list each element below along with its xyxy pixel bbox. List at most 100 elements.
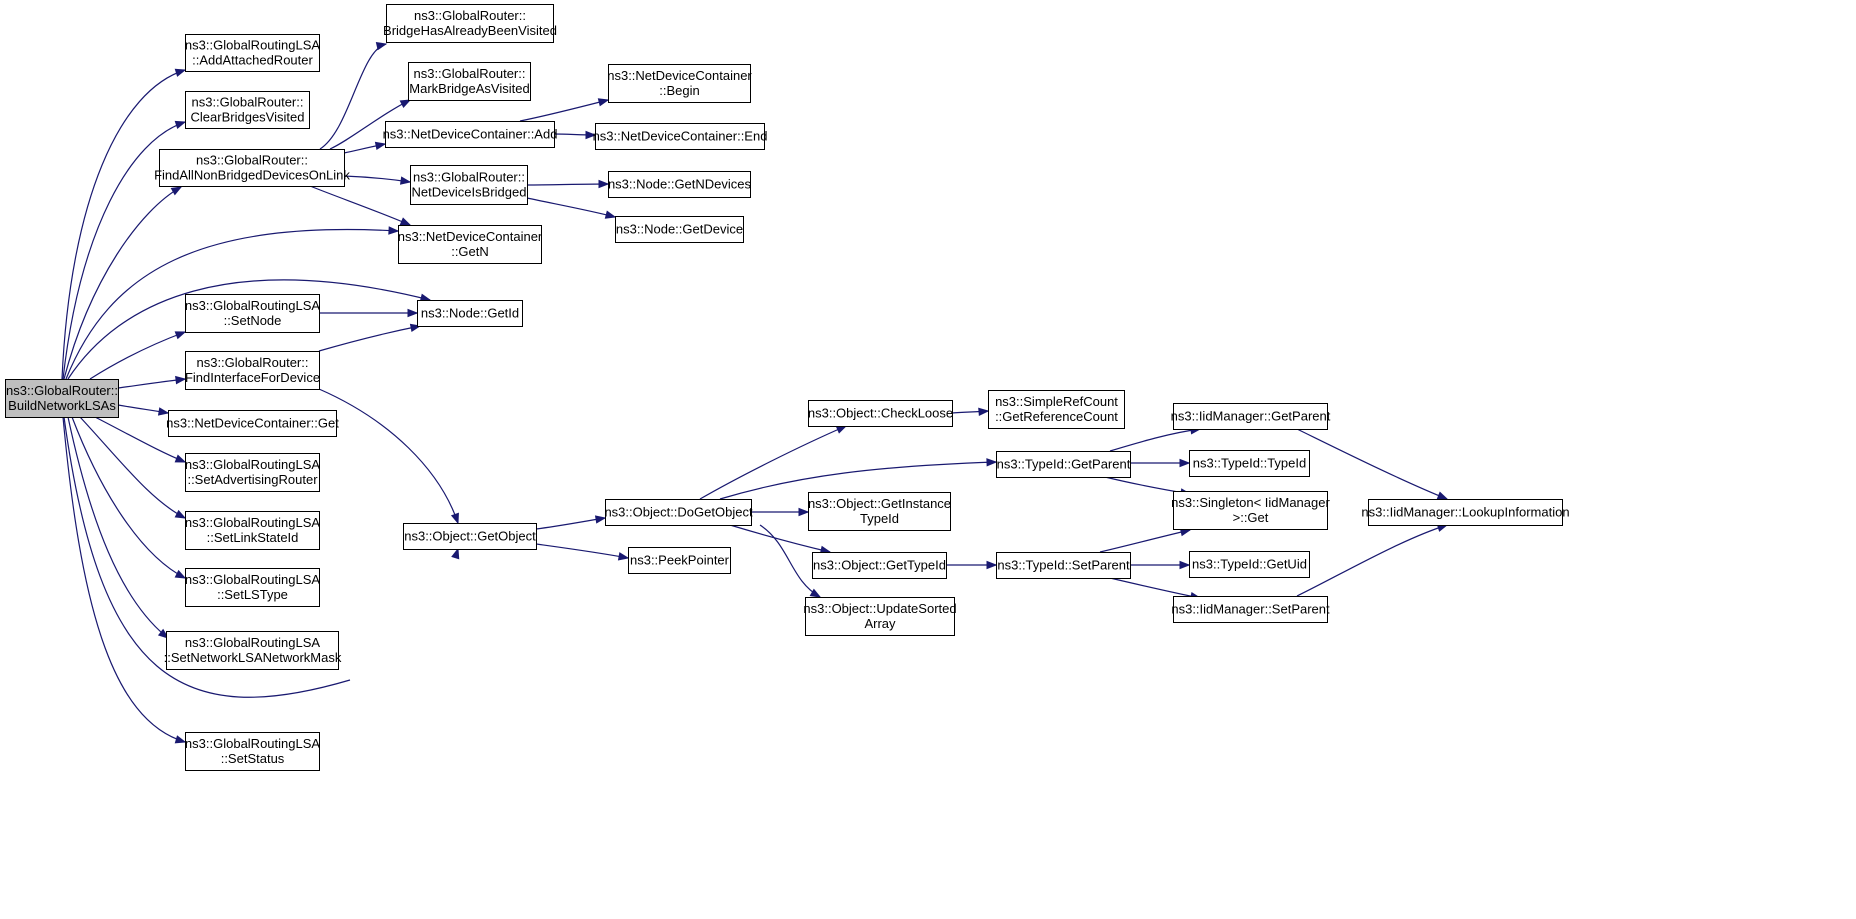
node-label: ::SetAdvertisingRouter <box>187 472 318 487</box>
node-setLSType[interactable]: ns3::GlobalRoutingLSA::SetLSType <box>185 568 320 607</box>
node-box[interactable] <box>185 732 320 771</box>
node-srcGetRefCount[interactable]: ns3::SimpleRefCount::GetReferenceCount <box>988 390 1125 429</box>
node-box[interactable] <box>185 34 320 72</box>
edge-build-to-setStatus <box>62 416 187 744</box>
edge-line <box>526 183 609 186</box>
node-typeIdGetParent[interactable]: ns3::TypeId::GetParent <box>996 451 1131 478</box>
node-box[interactable] <box>615 216 744 243</box>
node-label: ::SetNetworkLSANetworkMask <box>164 650 342 665</box>
edge-objDoGetObject-to-objUpdateSorted <box>759 524 822 598</box>
node-box[interactable] <box>628 547 731 574</box>
edge-line <box>699 425 847 500</box>
node-box[interactable] <box>805 597 955 636</box>
node-box[interactable] <box>1173 596 1328 623</box>
node-setNetMask[interactable]: ns3::GlobalRoutingLSA::SetNetworkLSANetw… <box>164 631 342 670</box>
node-label: ns3::GlobalRoutingLSA <box>185 572 320 587</box>
node-objDoGetObject[interactable]: ns3::Object::DoGetObject <box>604 499 753 526</box>
node-box[interactable] <box>185 351 320 390</box>
node-ndcGetN[interactable]: ns3::NetDeviceContainer::GetN <box>398 225 543 264</box>
edge-arrowhead <box>174 509 187 519</box>
edge-arrowhead <box>399 217 412 226</box>
node-box[interactable] <box>812 552 947 579</box>
edge-iidSetParent-to-iidLookup <box>1296 523 1449 597</box>
node-nodeGetDevice[interactable]: ns3::Node::GetDevice <box>615 216 744 243</box>
node-setNode[interactable]: ns3::GlobalRoutingLSA::SetNode <box>185 294 320 333</box>
node-box[interactable] <box>996 552 1131 579</box>
node-box[interactable] <box>5 379 119 418</box>
node-box[interactable] <box>808 492 951 531</box>
edge-setNode-to-nodeGetId <box>319 308 419 318</box>
node-typeIdTypeId[interactable]: ns3::TypeId::TypeId <box>1189 450 1310 477</box>
node-box[interactable] <box>185 294 320 333</box>
node-clearBridges[interactable]: ns3::GlobalRouter::ClearBridgesVisited <box>185 91 310 129</box>
node-box[interactable] <box>1173 491 1328 530</box>
node-objGetTypeId[interactable]: ns3::Object::GetTypeId <box>812 552 947 579</box>
node-box[interactable] <box>385 121 555 148</box>
node-box[interactable] <box>185 453 320 492</box>
node-box[interactable] <box>386 4 554 43</box>
node-box[interactable] <box>595 123 765 150</box>
node-box[interactable] <box>1189 450 1310 477</box>
node-setLinkStateId[interactable]: ns3::GlobalRoutingLSA::SetLinkStateId <box>185 511 320 550</box>
node-setStatus[interactable]: ns3::GlobalRoutingLSA::SetStatus <box>185 732 320 771</box>
node-box[interactable] <box>185 91 310 129</box>
edge-build-to-findAllNonBridged <box>63 186 183 380</box>
node-label: ns3::NetDeviceContainer::Add <box>383 127 558 142</box>
edge-arrowhead <box>597 98 610 107</box>
node-label: ns3::GlobalRouter:: <box>196 355 308 370</box>
node-box[interactable] <box>608 171 751 198</box>
node-box[interactable] <box>408 62 531 101</box>
node-nodeGetNDevices[interactable]: ns3::Node::GetNDevices <box>608 171 752 198</box>
edge-arrowhead <box>604 210 617 219</box>
edge-line <box>67 416 169 639</box>
node-box[interactable] <box>417 300 523 327</box>
node-bridgeVisited[interactable]: ns3::GlobalRouter::BridgeHasAlreadyBeenV… <box>383 4 557 43</box>
node-ndcGet[interactable]: ns3::NetDeviceContainer::Get <box>166 410 339 437</box>
node-box[interactable] <box>398 225 542 264</box>
node-typeIdGetUid[interactable]: ns3::TypeId::GetUid <box>1189 551 1310 578</box>
node-box[interactable] <box>1173 403 1328 430</box>
node-box[interactable] <box>185 511 320 550</box>
node-box[interactable] <box>410 165 528 205</box>
node-setAdvRouter[interactable]: ns3::GlobalRoutingLSA::SetAdvertisingRou… <box>185 453 320 492</box>
node-label: ns3::GlobalRoutingLSA <box>185 635 320 650</box>
node-findInterface[interactable]: ns3::GlobalRouter::FindInterfaceForDevic… <box>185 351 320 390</box>
node-box[interactable] <box>808 400 953 427</box>
node-iidGetParent[interactable]: ns3::IidManager::GetParent <box>1171 403 1331 430</box>
node-box[interactable] <box>996 451 1131 478</box>
node-box[interactable] <box>168 410 337 437</box>
node-markBridge[interactable]: ns3::GlobalRouter::MarkBridgeAsVisited <box>408 62 531 101</box>
edge-netDevBridged-to-nodeGetNDevices <box>526 179 610 189</box>
node-nodeGetId[interactable]: ns3::Node::GetId <box>417 300 523 327</box>
node-singletonGet[interactable]: ns3::Singleton< IidManager>::Get <box>1171 491 1330 530</box>
node-box[interactable] <box>166 631 339 670</box>
node-box[interactable] <box>185 568 320 607</box>
node-box[interactable] <box>608 64 751 103</box>
node-box[interactable] <box>403 523 537 550</box>
node-addAttached[interactable]: ns3::GlobalRoutingLSA::AddAttachedRouter <box>185 34 320 72</box>
node-findAllNonBridged[interactable]: ns3::GlobalRouter::FindAllNonBridgedDevi… <box>154 149 350 187</box>
node-box[interactable] <box>1368 499 1563 526</box>
node-box[interactable] <box>605 499 752 526</box>
node-objGetObject[interactable]: ns3::Object::GetObject <box>403 523 537 550</box>
node-ndcBegin[interactable]: ns3::NetDeviceContainer::Begin <box>607 64 752 103</box>
node-objCheckLoose[interactable]: ns3::Object::CheckLoose <box>808 400 953 427</box>
node-ndcAdd[interactable]: ns3::NetDeviceContainer::Add <box>383 121 558 148</box>
node-iidSetParent[interactable]: ns3::IidManager::SetParent <box>1171 596 1330 623</box>
node-box[interactable] <box>1189 551 1310 578</box>
node-box[interactable] <box>159 149 345 187</box>
node-typeIdSetParent[interactable]: ns3::TypeId::SetParent <box>996 552 1131 579</box>
node-ndcEnd[interactable]: ns3::NetDeviceContainer::End <box>593 123 768 150</box>
node-iidLookup[interactable]: ns3::IidManager::LookupInformation <box>1361 499 1570 526</box>
edge-arrowhead <box>594 515 607 524</box>
node-box[interactable] <box>988 390 1125 429</box>
node-build[interactable]: ns3::GlobalRouter::BuildNetworkLSAs <box>5 379 119 418</box>
node-netDevBridged[interactable]: ns3::GlobalRouter::NetDeviceIsBridged <box>410 165 528 205</box>
node-label: ns3::NetDeviceContainer::End <box>593 129 768 144</box>
edge-findAllNonBridged-to-markBridge <box>329 99 412 150</box>
node-peekPointer[interactable]: ns3::PeekPointer <box>628 547 731 574</box>
edge-arrowhead <box>157 407 170 416</box>
